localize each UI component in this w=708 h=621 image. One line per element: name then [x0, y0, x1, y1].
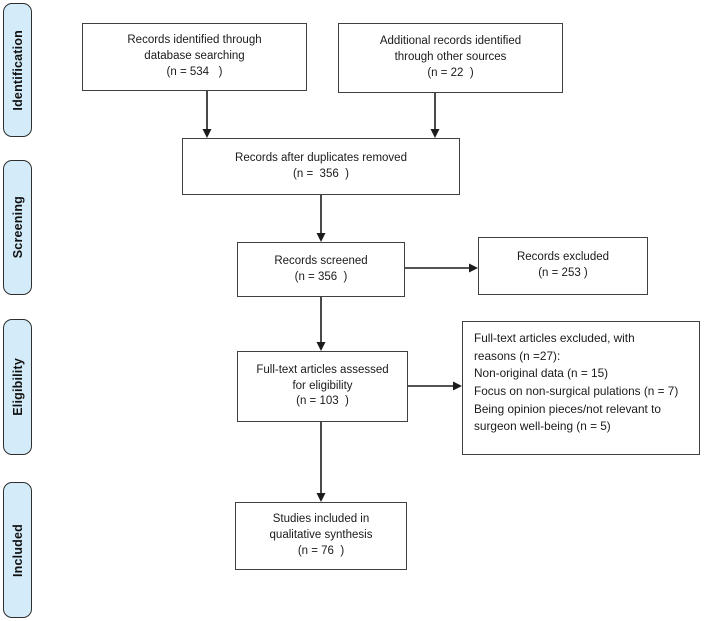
- arrow-dbsearch-to-duplicates: [202, 91, 212, 138]
- box-records-excluded: Records excluded (n = 253 ): [478, 237, 648, 295]
- box-text-line: Records after duplicates removed: [235, 151, 407, 164]
- arrow-duplicates-to-screened: [316, 195, 326, 242]
- box-text-line: surgeon well-being (n = 5): [474, 419, 611, 434]
- box-text-line: Non-original data (n = 15): [474, 366, 609, 381]
- box-text-line: (n = 356 ): [294, 270, 348, 283]
- box-text-line: Records identified through: [127, 34, 262, 47]
- box-text-line: through other sources: [394, 51, 507, 64]
- box-text-line: Additional records identified: [379, 35, 522, 48]
- box-text-line: (n = 103 ): [296, 395, 349, 408]
- stage-identification-label: Identification: [10, 29, 25, 111]
- arrow-screened-to-fulltext: [316, 297, 326, 351]
- stage-included-label: Included: [10, 523, 25, 577]
- box-text-line: Full-text articles assessed: [256, 363, 389, 376]
- stage-identification: Identification: [3, 3, 32, 137]
- box-text-line: Studies included in: [272, 513, 370, 526]
- box-text-line: database searching: [144, 50, 245, 63]
- arrow-othersources-to-duplicates: [430, 93, 440, 138]
- box-text-line: (n = 76 ): [297, 544, 345, 557]
- box-fulltext-assessed: Full-text articles assessed for eligibil…: [237, 351, 408, 422]
- box-text-line: (n = 22 ): [427, 66, 474, 79]
- arrow-fulltext-to-excluded: [408, 381, 462, 391]
- box-fulltext-excluded: Full-text articles excluded, with reason…: [462, 321, 700, 455]
- box-studies-included: Studies included in qualitative synthesi…: [235, 502, 407, 570]
- box-text-line: reasons (n =27):: [474, 348, 561, 363]
- box-text-line: Focus on non-surgical pulations (n = 7): [474, 384, 679, 399]
- arrow-screened-to-excluded: [405, 263, 478, 273]
- box-additional-records: Additional records identified through ot…: [338, 23, 563, 93]
- box-records-identified-database: Records identified through database sear…: [82, 23, 307, 91]
- box-duplicates-removed: Records after duplicates removed (n = 35…: [182, 138, 460, 195]
- stage-eligibility-label: Eligibility: [10, 358, 25, 416]
- box-text-line: (n = 534 ): [166, 65, 223, 78]
- box-text-line: (n = 356 ): [293, 167, 349, 180]
- box-text-line: Records screened: [274, 254, 368, 267]
- stage-included: Included: [3, 482, 32, 618]
- stage-screening-label: Screening: [10, 196, 25, 259]
- box-text-line: Being opinion pieces/not relevant to: [474, 401, 661, 416]
- box-records-screened: Records screened (n = 356 ): [237, 242, 405, 297]
- box-text-line: Records excluded: [516, 251, 610, 264]
- box-text-line: for eligibility: [292, 379, 353, 392]
- box-text-line: qualitative synthesis: [269, 529, 373, 542]
- stage-screening: Screening: [3, 160, 32, 295]
- box-text-line: (n = 253 ): [538, 267, 588, 279]
- stage-eligibility: Eligibility: [3, 319, 32, 455]
- box-text-line: Full-text articles excluded, with: [474, 331, 635, 345]
- arrow-fulltext-to-included: [316, 422, 326, 502]
